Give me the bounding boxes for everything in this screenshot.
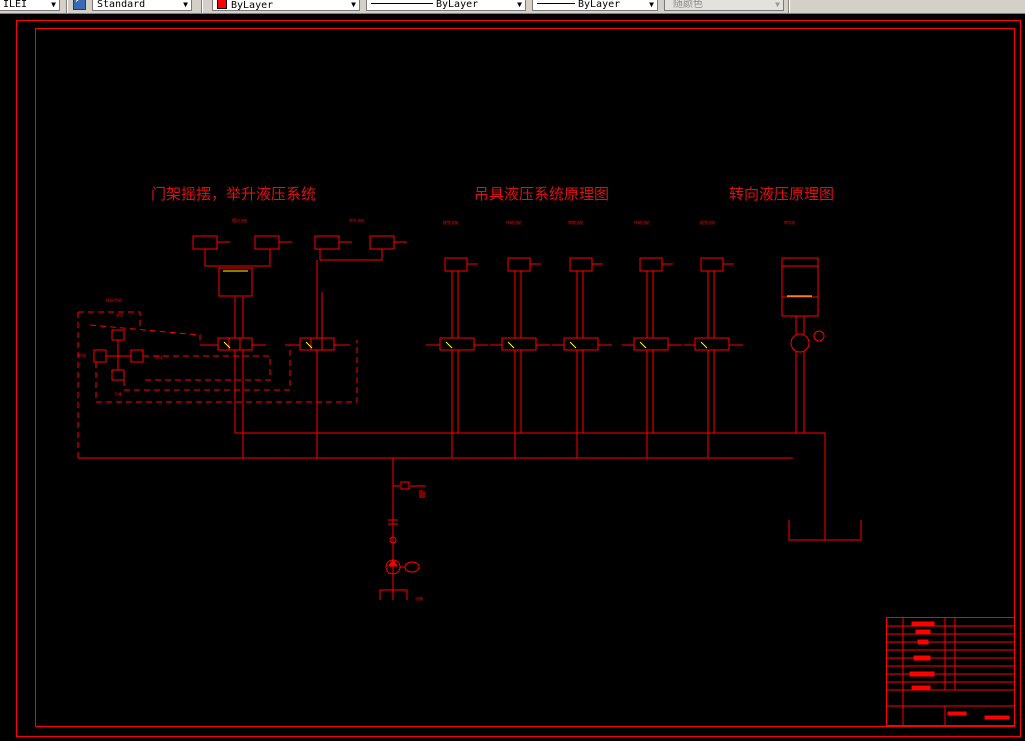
svg-text:伸缩油缸: 伸缩油缸 <box>634 219 650 225</box>
linetype-combo[interactable]: ByLayer ▼ <box>366 0 526 11</box>
color-combo-value: ByLayer <box>231 0 274 11</box>
svg-text:转向缸: 转向缸 <box>784 219 796 225</box>
linetype-combo-value: ByLayer <box>436 0 479 10</box>
svg-text:下降: 下降 <box>114 391 122 397</box>
svg-text:油箱: 油箱 <box>415 595 423 601</box>
outer-border <box>16 20 1021 737</box>
color-swatch-icon <box>217 0 227 9</box>
left-control-valve <box>77 311 358 458</box>
linetype-sample-icon <box>371 3 433 4</box>
steering-unit <box>781 257 825 433</box>
title-block <box>886 617 1015 726</box>
text-style-combo[interactable]: Standard ▼ <box>92 0 192 11</box>
svg-text:举升油缸: 举升油缸 <box>349 217 365 223</box>
gantry-lift-valves <box>192 235 407 458</box>
svg-text:后倾: 后倾 <box>155 354 163 360</box>
toolbar-separator <box>66 0 68 13</box>
lineweight-sample-icon <box>537 3 575 4</box>
valve-highlights <box>223 270 812 349</box>
chevron-down-icon[interactable]: ▼ <box>183 0 188 9</box>
svg-text:前倾: 前倾 <box>78 352 86 358</box>
svg-text:举升: 举升 <box>116 312 124 318</box>
color-combo[interactable]: ByLayer ▼ <box>212 0 360 11</box>
svg-text:操纵手柄: 操纵手柄 <box>106 297 122 303</box>
pump-assembly <box>379 481 426 600</box>
main-manifold <box>78 432 826 600</box>
svg-text:旋锁油缸: 旋锁油缸 <box>700 219 716 225</box>
drawing-canvas[interactable]: 摆动油缸 举升油缸 旋锁油缸 伸缩油缸 伸缩油缸 伸缩油缸 旋锁油缸 转向缸 操… <box>0 14 1025 741</box>
title-gantry-system: 门架摇摆，举升液压系统 <box>151 185 316 203</box>
svg-text:伸缩油缸: 伸缩油缸 <box>506 219 522 225</box>
chevron-down-icon: ▼ <box>775 0 780 9</box>
text-style-icon[interactable] <box>73 0 86 10</box>
toolbar-separator <box>201 0 203 13</box>
lineweight-combo[interactable]: ByLayer ▼ <box>532 0 658 11</box>
layer-combo-value: ILEI <box>3 0 28 10</box>
chevron-down-icon[interactable]: ▼ <box>517 0 522 9</box>
text-style-combo-value: Standard <box>97 0 146 10</box>
title-steering-system: 转向液压原理图 <box>729 185 834 203</box>
spreader-valves <box>426 257 743 458</box>
svg-text:伸缩油缸: 伸缩油缸 <box>568 219 584 225</box>
svg-text:旋锁油缸: 旋锁油缸 <box>443 219 459 225</box>
chevron-down-icon[interactable]: ▼ <box>51 0 56 9</box>
layer-combo[interactable]: ILEI ▼ <box>0 0 60 11</box>
plotstyle-combo: 随颜色 ▼ <box>664 0 784 11</box>
plotstyle-combo-value: 随颜色 <box>673 0 703 10</box>
chevron-down-icon[interactable]: ▼ <box>351 0 356 9</box>
chevron-down-icon[interactable]: ▼ <box>649 0 654 9</box>
properties-toolbar: ILEI ▼ Standard ▼ ByLayer ▼ ByLayer ▼ By… <box>0 0 1025 14</box>
tank-right <box>788 520 862 541</box>
toolbar-separator <box>788 0 790 13</box>
inner-border <box>35 28 1015 727</box>
title-spreader-system: 吊具液压系统原理图 <box>474 185 609 203</box>
annotation-labels: 摆动油缸 举升油缸 旋锁油缸 伸缩油缸 伸缩油缸 伸缩油缸 旋锁油缸 转向缸 操… <box>78 217 796 601</box>
svg-text:摆动油缸: 摆动油缸 <box>232 217 248 223</box>
lineweight-combo-value: ByLayer <box>578 0 621 10</box>
